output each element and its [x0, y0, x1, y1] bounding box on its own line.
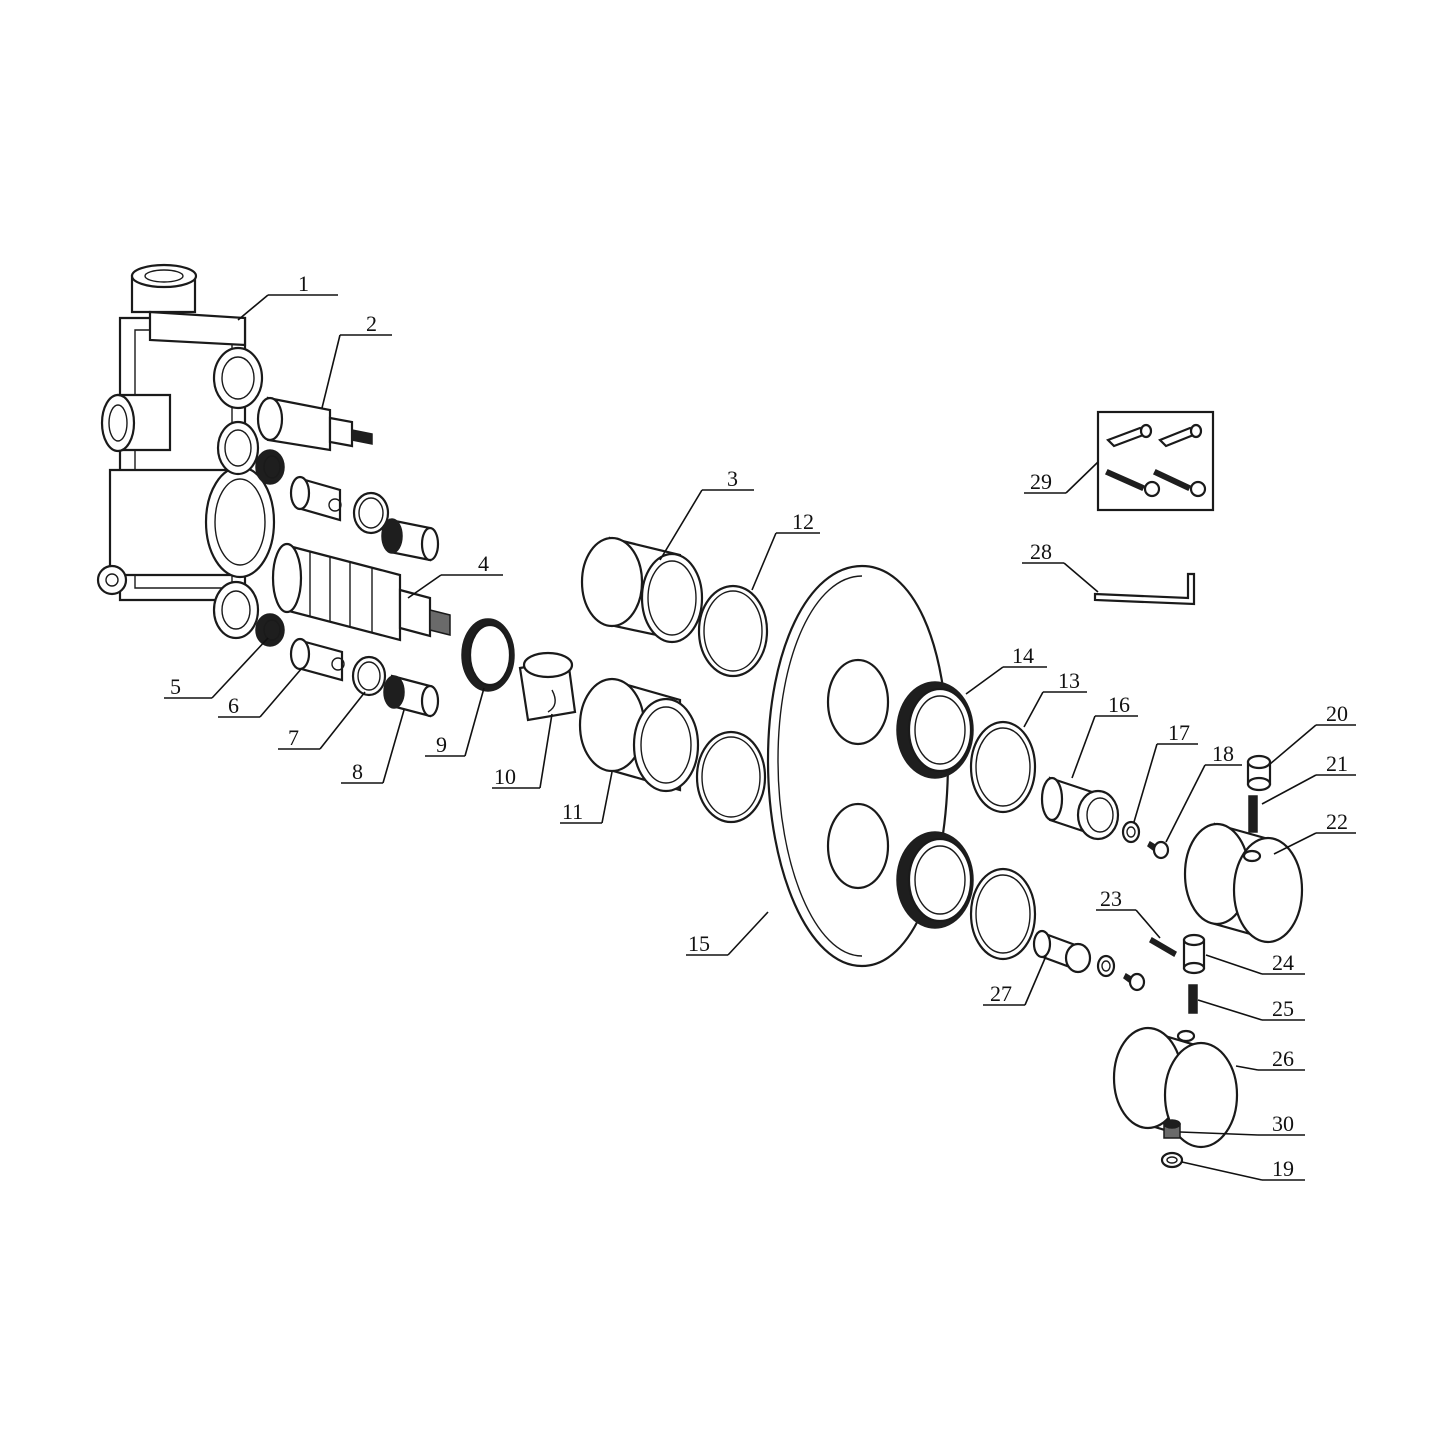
part-handle-26 — [1112, 1026, 1239, 1149]
callout-30: 30 — [1272, 1111, 1294, 1136]
callout-5: 5 — [170, 674, 181, 699]
callout-22: 22 — [1326, 809, 1348, 834]
callout-9: 9 — [436, 732, 447, 757]
part-screw-lower — [1123, 972, 1146, 992]
callout-12: 12 — [792, 509, 814, 534]
part-threaded-ring-14-upper — [896, 681, 974, 779]
callout-16: 16 — [1108, 692, 1130, 717]
part-grub-screw-25 — [1188, 984, 1198, 1014]
part-thermostatic-cartridge — [271, 542, 451, 642]
part-hex-key-28 — [1093, 572, 1196, 606]
callout-25: 25 — [1272, 996, 1294, 1021]
part-shroud-3 — [580, 536, 704, 644]
part-oring-13-upper — [969, 720, 1037, 814]
callout-14: 14 — [1012, 643, 1034, 668]
callout-8: 8 — [352, 759, 363, 784]
callout-15: 15 — [688, 931, 710, 956]
part-nut-30 — [1163, 1119, 1181, 1139]
callout-29: 29 — [1030, 469, 1052, 494]
callout-28: 28 — [1030, 539, 1052, 564]
part-valve-body — [96, 263, 276, 640]
part-screw-19 — [1160, 1151, 1184, 1169]
callout-27: 27 — [990, 981, 1012, 1006]
callout-21: 21 — [1326, 751, 1348, 776]
part-upper-cartridge — [256, 396, 373, 452]
part-pin-23 — [1149, 936, 1177, 958]
part-handle-22 — [1183, 822, 1304, 944]
part-washer-17 — [1121, 820, 1141, 844]
callout-20: 20 — [1326, 701, 1348, 726]
part-adapter-27 — [1032, 929, 1092, 974]
part-oring-12-upper — [697, 584, 769, 678]
callout-17: 17 — [1168, 720, 1190, 745]
callout-2: 2 — [366, 311, 377, 336]
callout-10: 10 — [494, 764, 516, 789]
part-washer-lower — [1096, 954, 1116, 978]
part-sleeve-10 — [518, 651, 577, 722]
part-oring-13-lower — [969, 867, 1037, 961]
callout-13: 13 — [1058, 668, 1080, 693]
part-screw-18 — [1147, 840, 1170, 860]
part-grub-screw-21 — [1248, 795, 1258, 833]
callout-11: 11 — [562, 799, 583, 824]
callout-1: 1 — [298, 271, 309, 296]
part-check-valve-upper — [289, 475, 342, 522]
part-cap-20 — [1246, 754, 1272, 792]
callout-26: 26 — [1272, 1046, 1294, 1071]
part-nut-8 — [383, 674, 440, 718]
part-shroud-11 — [578, 677, 700, 793]
callout-labels: 1 2 3 4 5 6 7 8 9 10 11 12 13 14 15 16 1… — [170, 271, 1348, 1181]
callout-6: 6 — [228, 693, 239, 718]
callout-24: 24 — [1272, 950, 1294, 975]
callout-19: 19 — [1272, 1156, 1294, 1181]
callout-4: 4 — [478, 551, 489, 576]
callout-23: 23 — [1100, 886, 1122, 911]
callout-18: 18 — [1212, 741, 1234, 766]
part-threaded-ring-14-lower — [896, 831, 974, 929]
part-nut-upper — [381, 518, 440, 562]
part-check-valve-6 — [289, 637, 345, 682]
leader-lines — [164, 294, 1356, 1181]
part-fixing-kit-29 — [1096, 410, 1215, 512]
callout-7: 7 — [288, 725, 299, 750]
callout-3: 3 — [727, 466, 738, 491]
part-cap-24 — [1182, 933, 1206, 975]
part-adapter-16 — [1040, 776, 1120, 841]
part-oring-12-lower — [695, 730, 767, 824]
